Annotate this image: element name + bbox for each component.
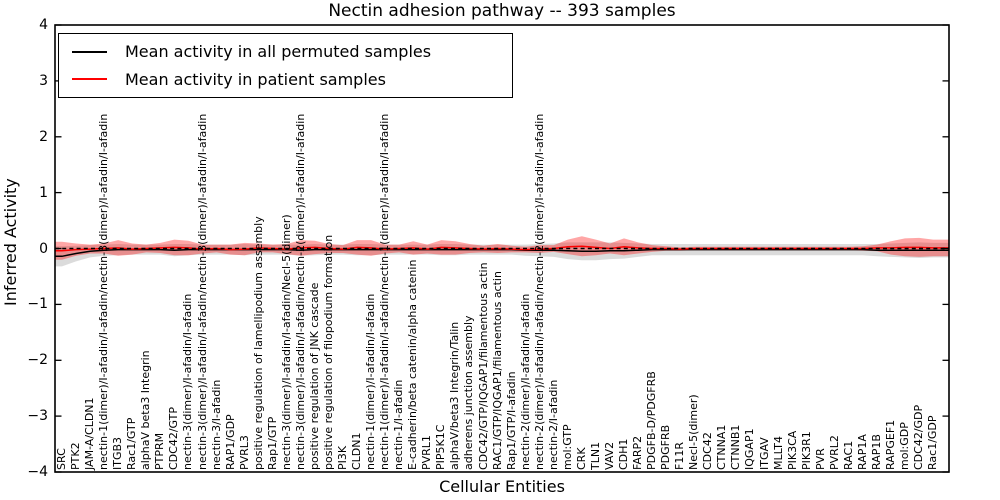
legend: Mean activity in all permuted samples Me… <box>58 33 513 98</box>
x-tick-label: nectin-2(dimer)/I-afadin/I-afadin/nectin… <box>532 113 546 470</box>
x-tick-label: VAV2 <box>602 441 616 470</box>
x-tick-label: RAP1B <box>869 434 883 470</box>
x-tick-label: PIP5K1C <box>434 424 448 470</box>
x-tick-label: positive regulation of filopodium format… <box>321 234 335 470</box>
x-tick-label: nectin-2/I-afadin <box>546 379 560 470</box>
x-tick-label: ITGAV <box>757 437 771 470</box>
x-tick-label: Rac1/GTP <box>125 417 139 470</box>
legend-line-permuted-icon <box>72 50 107 53</box>
x-tick-label: Rap1/GTP/I-afadin <box>504 371 518 470</box>
legend-label-patient: Mean activity in patient samples <box>125 69 386 89</box>
x-tick-label: nectin-2(dimer)/I-afadin/I-afadin <box>518 293 532 470</box>
x-tick-label: positive regulation of JNK cascade <box>307 282 321 470</box>
x-tick-label: RAC1/GTP/IQGAP1/filamentous actin <box>490 271 504 470</box>
y-tick-label: 3 <box>39 72 48 89</box>
x-tick-label: nectin-1(dimer)/I-afadin/I-afadin/nectin… <box>378 113 392 470</box>
x-tick-label: nectin-1(dimer)/I-afadin/I-afadin/nectin… <box>97 113 111 470</box>
x-tick-label: FARP2 <box>631 435 645 470</box>
x-tick-label: PVR <box>813 448 827 470</box>
x-axis-label: Cellular Entities <box>439 477 565 496</box>
x-tick-label: CDC42/GTP/IQGAP1/filamentous actin <box>476 262 490 470</box>
x-tick-label: RAC1 <box>841 440 855 470</box>
x-tick-label: nectin-3(dimer)/I-afadin/I-afadin/Necl-5… <box>279 214 293 470</box>
x-tick-label: IQGAP1 <box>743 428 757 470</box>
legend-entry-patient: Mean activity in patient samples <box>59 70 512 89</box>
x-tick-label: mol:GDP <box>898 422 911 470</box>
y-tick-label: −3 <box>27 408 48 425</box>
x-tick-label: PDGFB-D/PDGFRB <box>645 371 659 470</box>
x-tick-label: nectin-3(dimer)/I-afadin/I-afadin <box>181 293 195 470</box>
x-tick-label: CDC42 <box>701 432 715 470</box>
x-tick-label: Rac1/GDP <box>926 415 940 470</box>
x-tick-label: PIK3CA <box>785 430 799 470</box>
x-tick-label: TLN1 <box>588 441 602 470</box>
x-tick-label: PI3K <box>336 445 349 470</box>
x-tick-label: nectin-3(dimer)/I-afadin/I-afadin/nectin… <box>195 113 209 470</box>
x-tick-label: nectin-1(dimer)/I-afadin/I-afadin <box>364 293 378 470</box>
x-tick-label: alphaV beta3 Integrin <box>139 350 153 470</box>
x-tick-label: alphaV/beta3 Integrin/Talin <box>448 321 462 470</box>
x-tick-label: CTNNB1 <box>729 424 743 470</box>
x-tick-label: CLDN1 <box>350 432 364 470</box>
x-tick-label: nectin-1/I-afadin <box>392 379 406 470</box>
y-tick-label: −2 <box>27 352 48 369</box>
y-tick-label: −4 <box>27 464 48 480</box>
x-tick-label: PTPRM <box>153 432 167 470</box>
y-tick-label: 4 <box>39 17 48 33</box>
x-tick-label: PVRL3 <box>237 435 251 470</box>
x-tick-label: positive regulation of lamellipodium ass… <box>251 216 265 470</box>
x-tick-label: SRC <box>55 448 68 470</box>
x-tick-label: PIK3R1 <box>799 431 813 470</box>
x-tick-label: nectin-3(dimer)/I-afadin/I-afadin/nectin… <box>293 113 307 470</box>
x-tick-label: adherens junction assembly <box>462 315 476 470</box>
chart-title: Nectin adhesion pathway -- 393 samples <box>328 1 676 21</box>
x-tick-label: PVRL2 <box>827 435 841 470</box>
legend-line-patient-icon <box>72 78 107 81</box>
x-tick-label: CRK <box>574 447 588 470</box>
x-tick-label: mol:GTP <box>560 424 574 470</box>
legend-label-permuted: Mean activity in all permuted samples <box>125 42 432 62</box>
x-tick-label: Rap1/GTP <box>265 416 279 470</box>
x-tick-label: JAM-A/CLDN1 <box>83 397 97 470</box>
legend-entry-permuted: Mean activity in all permuted samples <box>59 42 512 61</box>
x-tick-label: MLLT4 <box>771 436 785 470</box>
line-Mean-activity-in-all-permuted-samples <box>55 248 949 258</box>
x-tick-label: PTK2 <box>69 442 83 470</box>
x-tick-label: CDC42/GDP <box>912 404 926 470</box>
x-tick-label: RAPGEF1 <box>883 419 897 470</box>
x-tick-label: CTNNA1 <box>715 424 729 470</box>
x-tick-label: nectin-3/I-afadin <box>209 379 223 470</box>
x-tick-label: CDC42/GTP <box>167 406 181 470</box>
x-tick-label: Necl-5(dimer) <box>687 394 701 470</box>
y-tick-label: 1 <box>39 184 48 201</box>
y-tick-label: −1 <box>27 296 48 313</box>
x-tick-label: RAP1A <box>855 434 869 470</box>
x-tick-label: PDGFRB <box>659 424 673 470</box>
x-tick-label: CDH1 <box>617 438 630 470</box>
y-tick-label: 0 <box>39 240 48 257</box>
x-tick-label: PVRL1 <box>420 435 434 470</box>
x-tick-label: E-cadherin/beta catenin/alpha catenin <box>406 259 420 470</box>
y-tick-label: 2 <box>39 128 48 145</box>
x-tick-label: RAP1/GDP <box>223 414 237 470</box>
x-tick-label: ITGB3 <box>111 436 125 470</box>
x-tick-label: F11R <box>673 442 687 470</box>
